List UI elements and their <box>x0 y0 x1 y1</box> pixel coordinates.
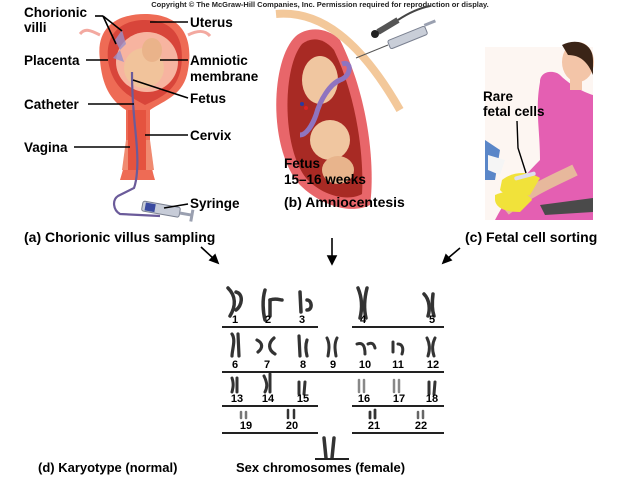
amnio-illustration <box>275 9 404 209</box>
copyright-notice: Copyright © The McGraw-Hill Companies, I… <box>151 0 489 9</box>
karyotype-chromosomes <box>226 286 437 460</box>
fetal-cell-sorting-illustration <box>485 41 594 220</box>
chromosome-number: 21 <box>367 420 381 432</box>
chromosome-number: 1 <box>231 314 239 326</box>
chromosome-number: 6 <box>231 359 239 371</box>
karyotype-sex-bar <box>315 458 349 460</box>
panel-a-leader-lines <box>74 15 189 209</box>
caption-panel-d: (d) Karyotype (normal) <box>38 460 178 475</box>
chromosome-number: 13 <box>230 393 244 405</box>
catheter-line <box>113 71 161 218</box>
chromosome-number: 9 <box>329 359 337 371</box>
chromosome-number: 12 <box>426 359 440 371</box>
label-amniotic-membrane-line2: membrane <box>190 69 259 84</box>
karyotype-group-b-bar <box>352 326 444 328</box>
chromosome-number: 3 <box>298 314 306 326</box>
caption-sex-chromosomes: Sex chromosomes (female) <box>236 460 406 475</box>
chromosome-number: 5 <box>428 314 436 326</box>
label-uterus: Uterus <box>190 15 233 30</box>
caption-panel-a: (a) Chorionic villus sampling <box>24 229 216 245</box>
label-vagina: Vagina <box>24 140 68 155</box>
chromosome-number: 2 <box>264 314 272 326</box>
chromosome-number: 15 <box>296 393 310 405</box>
caption-panel-c: (c) Fetal cell sorting <box>465 229 598 245</box>
label-syringe: Syringe <box>190 196 240 211</box>
chromosome-number: 19 <box>239 420 253 432</box>
label-fetus-age-line2: 15–16 weeks <box>284 172 366 187</box>
chromosome-number: 10 <box>358 359 372 371</box>
label-amniotic-membrane-line1: Amniotic <box>190 53 248 68</box>
cvs-syringe <box>141 200 195 222</box>
label-cervix: Cervix <box>190 128 232 143</box>
karyotype-group-e-bar <box>352 405 444 407</box>
label-fetus-age-line1: Fetus <box>284 156 321 171</box>
chromosome-number: 20 <box>285 420 299 432</box>
chromosome-number: 18 <box>425 393 439 405</box>
label-fetus: Fetus <box>190 91 227 106</box>
rare-cells-leader-line <box>516 120 527 174</box>
chromosome-number: 7 <box>263 359 271 371</box>
chromosome-number: 17 <box>392 393 406 405</box>
caption-panel-b: (b) Amniocentesis <box>284 194 405 210</box>
karyotype-group-c-bar <box>222 371 444 373</box>
chromosome-number: 11 <box>392 359 404 371</box>
label-catheter: Catheter <box>24 97 79 112</box>
karyotype-group-a-bar <box>222 326 318 328</box>
karyotype-group-f-bar <box>222 432 318 434</box>
label-rare-fetal-cells-line2: fetal cells <box>483 104 545 119</box>
amnio-ultrasound-probe <box>371 5 431 38</box>
karyotype-group-g-bar <box>352 432 444 434</box>
chromosome-number: 8 <box>299 359 307 371</box>
label-chorionic-villi-line2: villi <box>24 20 47 35</box>
karyotype-group-d-bar <box>222 405 318 407</box>
chromosome-number: 22 <box>414 420 428 432</box>
label-placenta: Placenta <box>24 53 80 68</box>
chromosome-number: 16 <box>357 393 371 405</box>
chromosome-number: 14 <box>261 393 275 405</box>
label-chorionic-villi-line1: Chorionic <box>24 5 87 20</box>
label-rare-fetal-cells-line1: Rare <box>483 89 514 104</box>
chromosome-number: 4 <box>359 314 367 326</box>
amnio-syringe <box>355 19 436 59</box>
arrows-to-karyotype <box>200 238 461 266</box>
